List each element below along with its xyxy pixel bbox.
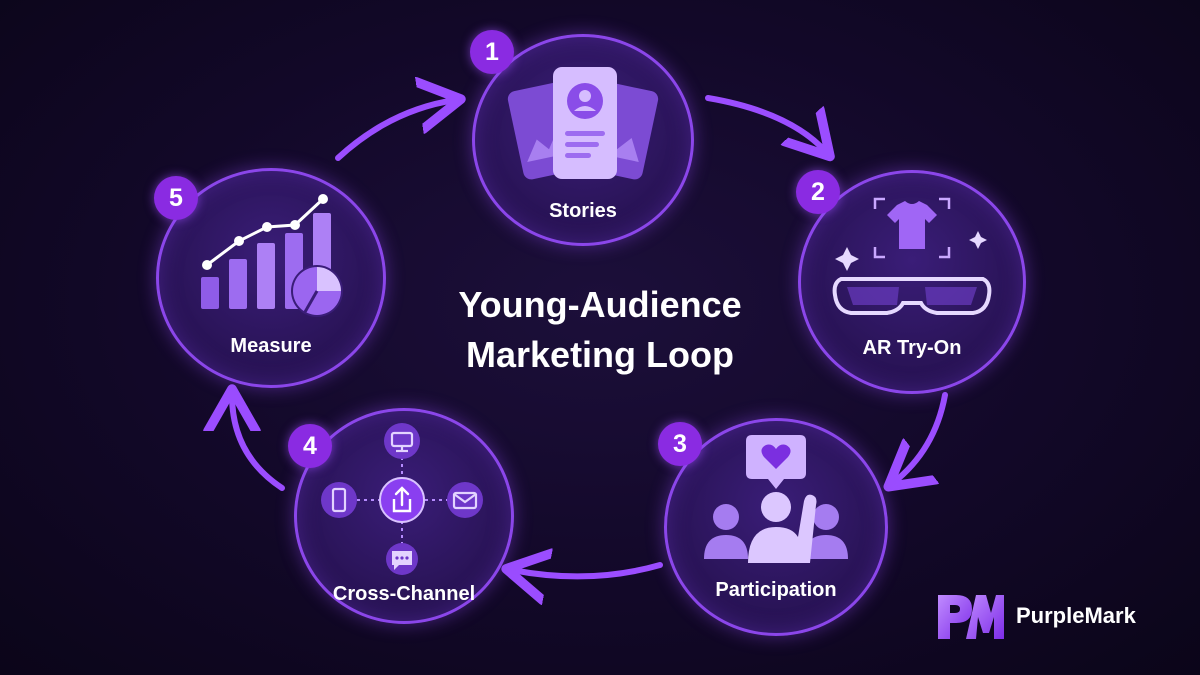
title-line-1: Young-Audience [458, 284, 742, 325]
step-number-badge-1: 1 [470, 30, 514, 74]
bar-chart-pie-icon [201, 194, 343, 317]
monitor-icon [384, 423, 420, 459]
story-cards-icon [507, 67, 659, 180]
brand-name: PurpleMark [1016, 603, 1136, 628]
ar-glasses-tshirt-icon [832, 197, 992, 315]
arrow-ar-to-participation [893, 392, 948, 483]
step-number-badge-2: 2 [796, 170, 840, 214]
mail-icon [447, 482, 483, 518]
mobile-phone-icon [321, 482, 357, 518]
step-number-badge-5: 5 [154, 176, 198, 220]
step-stories-label: Stories [549, 200, 617, 222]
step-participation-label: Participation [715, 579, 837, 601]
audience-heart-icon [704, 435, 848, 563]
arrow-crosschannel-to-measure [232, 395, 285, 491]
step-number-badge-4: 4 [288, 424, 332, 468]
brand-lockup: PurpleMark [936, 590, 1136, 642]
step-measure-label: Measure [230, 335, 312, 357]
step-cross-channel-label: Cross-Channel [332, 583, 476, 605]
title-line-2: Marketing Loop [466, 334, 734, 375]
arrow-stories-to-ar [705, 95, 826, 152]
arrow-participation-to-crosschannel [512, 565, 663, 576]
diagram-title: Young-Audience Marketing Loop [390, 280, 810, 380]
share-hub-icon [321, 423, 483, 575]
arrow-measure-to-stories [335, 100, 455, 161]
step-stories-node: Stories [472, 34, 694, 246]
step-ar-tryon-label: AR Try-On [862, 337, 962, 359]
step-ar-tryon-node: AR Try-On [798, 170, 1026, 394]
step-number-badge-3: 3 [658, 422, 702, 466]
pm-monogram-logo [938, 595, 1004, 639]
step-participation-node: Participation [664, 418, 888, 636]
